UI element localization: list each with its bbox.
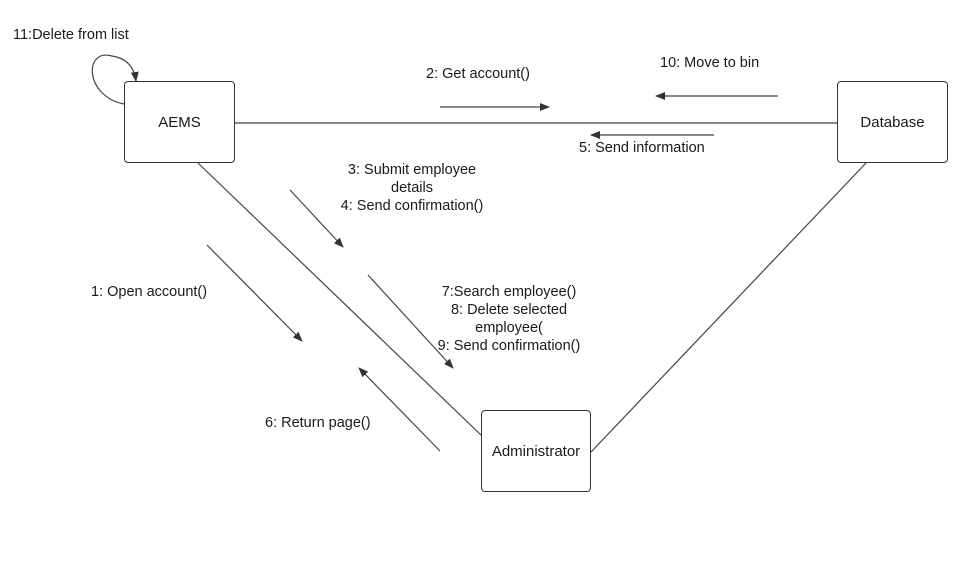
label-open-account: 1: Open account()	[91, 284, 208, 300]
label-return-page: 6: Return page()	[265, 415, 371, 431]
label-submit-line1: 3: Submit employee	[347, 162, 477, 178]
label-send-information: 5: Send information	[579, 140, 705, 156]
arrow-return-page	[358, 367, 441, 452]
self-loop-aems	[91, 54, 139, 105]
node-aems[interactable]: AEMS	[124, 81, 235, 163]
label-submit-details: 3: Submit employee details 4: Send confi…	[330, 161, 494, 215]
node-administrator-label: Administrator	[491, 442, 581, 460]
label-delete-line1: 8: Delete selected	[450, 302, 568, 318]
node-database[interactable]: Database	[837, 81, 948, 163]
label-search-delete: 7:Search employee() 8: Delete selected e…	[428, 283, 590, 355]
node-aems-label: AEMS	[158, 113, 201, 131]
link-database-administrator	[590, 162, 867, 453]
label-send-confirmation-4: 4: Send confirmation()	[340, 198, 484, 214]
arrow-open-account	[206, 244, 303, 342]
label-move-to-bin: 10: Move to bin	[660, 55, 760, 71]
label-search-employee: 7:Search employee()	[441, 284, 577, 300]
arrow-submit-details	[289, 189, 344, 248]
node-database-label: Database	[860, 113, 925, 131]
arrow-search-employee	[367, 274, 454, 369]
label-get-account: 2: Get account()	[426, 66, 530, 82]
label-delete-from-list: 11:Delete from list	[13, 27, 129, 43]
link-aems-administrator	[197, 162, 483, 437]
label-delete-line2: employee(	[475, 320, 543, 336]
label-submit-line2: details	[391, 180, 433, 196]
node-administrator[interactable]: Administrator	[481, 410, 591, 492]
label-send-confirmation-9: 9: Send confirmation()	[437, 338, 581, 354]
